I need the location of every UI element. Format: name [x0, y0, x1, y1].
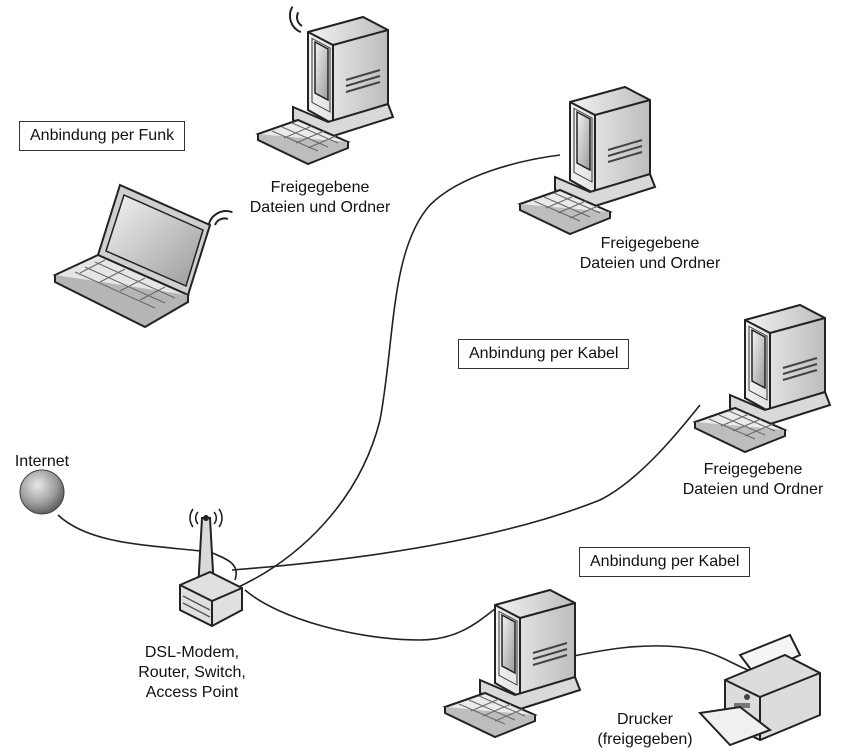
caption-pc-right1: Freigegebene Dateien und Ordner — [550, 234, 750, 274]
caption-pc-top: Freigegebene Dateien und Ordner — [220, 178, 420, 218]
cable-internet — [57, 514, 237, 581]
caption-router: DSL-Modem, Router, Switch, Access Point — [112, 643, 272, 703]
pc-top — [257, 5, 394, 165]
printer-icon — [697, 633, 821, 747]
pc-right2 — [694, 304, 831, 453]
pc-right1 — [519, 86, 656, 235]
label-kabel-1: Anbindung per Kabel — [458, 339, 630, 369]
caption-printer: Drucker (freigegeben) — [570, 710, 720, 750]
wireless-waves-icon — [282, 5, 311, 34]
caption-line: Router, Switch, — [138, 664, 246, 681]
caption-line: DSL-Modem, — [144, 644, 240, 661]
cables — [57, 154, 749, 671]
caption-line: Drucker — [616, 711, 673, 728]
caption-line: Dateien und Ordner — [682, 481, 824, 498]
laptop-icon — [52, 183, 234, 329]
caption-line: Freigegebene — [600, 235, 700, 252]
cable-pc-right1 — [231, 154, 561, 591]
cable-printer — [554, 645, 749, 671]
label-funk: Anbindung per Funk — [19, 121, 186, 151]
router-icon — [179, 508, 243, 628]
caption-line: Freigegebene — [270, 179, 370, 196]
caption-line: Dateien und Ordner — [579, 255, 721, 272]
label-kabel-2: Anbindung per Kabel — [579, 547, 751, 577]
caption-internet: Internet — [14, 453, 70, 470]
caption-line: (freigegeben) — [597, 731, 693, 748]
caption-line: Access Point — [145, 684, 239, 701]
caption-line: Dateien und Ordner — [249, 199, 391, 216]
caption-line: Freigegebene — [703, 461, 803, 478]
pc-bottom — [444, 589, 581, 738]
cable-pc-bottom — [244, 589, 501, 641]
internet-globe-icon — [19, 469, 65, 515]
caption-pc-right2: Freigegebene Dateien und Ordner — [664, 460, 842, 500]
cable-pc-right2 — [231, 404, 701, 571]
